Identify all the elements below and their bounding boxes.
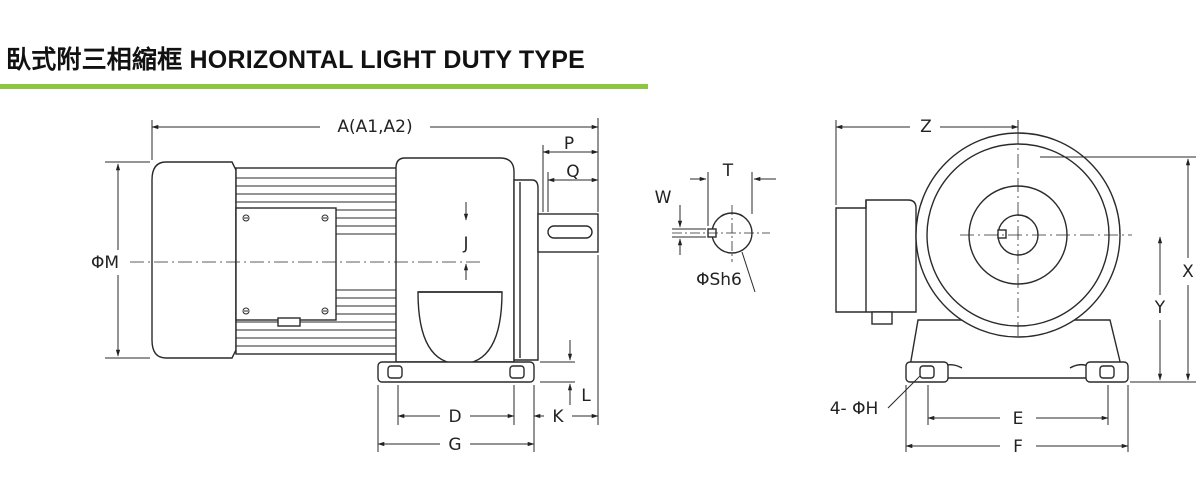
dim-label-j: J <box>462 234 468 254</box>
dim-label-l: L <box>581 386 591 406</box>
title-underline <box>0 84 648 89</box>
end-view <box>835 130 1132 383</box>
dim-label-e: E <box>1013 409 1024 429</box>
dim-label-x: X <box>1182 262 1194 282</box>
dim-label-m: ΦM <box>91 253 119 273</box>
dim-label-p: P <box>564 134 574 154</box>
page-title: 臥式附三相縮框 HORIZONTAL LIGHT DUTY TYPE <box>6 46 586 74</box>
dim-label-h: 4- ΦH <box>830 399 879 419</box>
dim-label-d: D <box>448 407 461 427</box>
dim-label-z: Z <box>920 117 932 137</box>
dim-label-t: T <box>722 161 734 181</box>
dim-label-g: G <box>448 435 461 455</box>
dim-label-q: Q <box>566 162 579 182</box>
shaft-section-detail <box>672 205 770 262</box>
dim-label-y: Y <box>1154 298 1166 318</box>
dim-label-w: W <box>655 188 672 208</box>
dim-label-sh6: ΦSh6 <box>696 270 742 290</box>
dim-label-k: K <box>552 407 564 427</box>
dim-label-f: F <box>1013 437 1023 457</box>
dim-label-a: A(A1,A2) <box>337 117 412 137</box>
side-view <box>130 157 599 383</box>
